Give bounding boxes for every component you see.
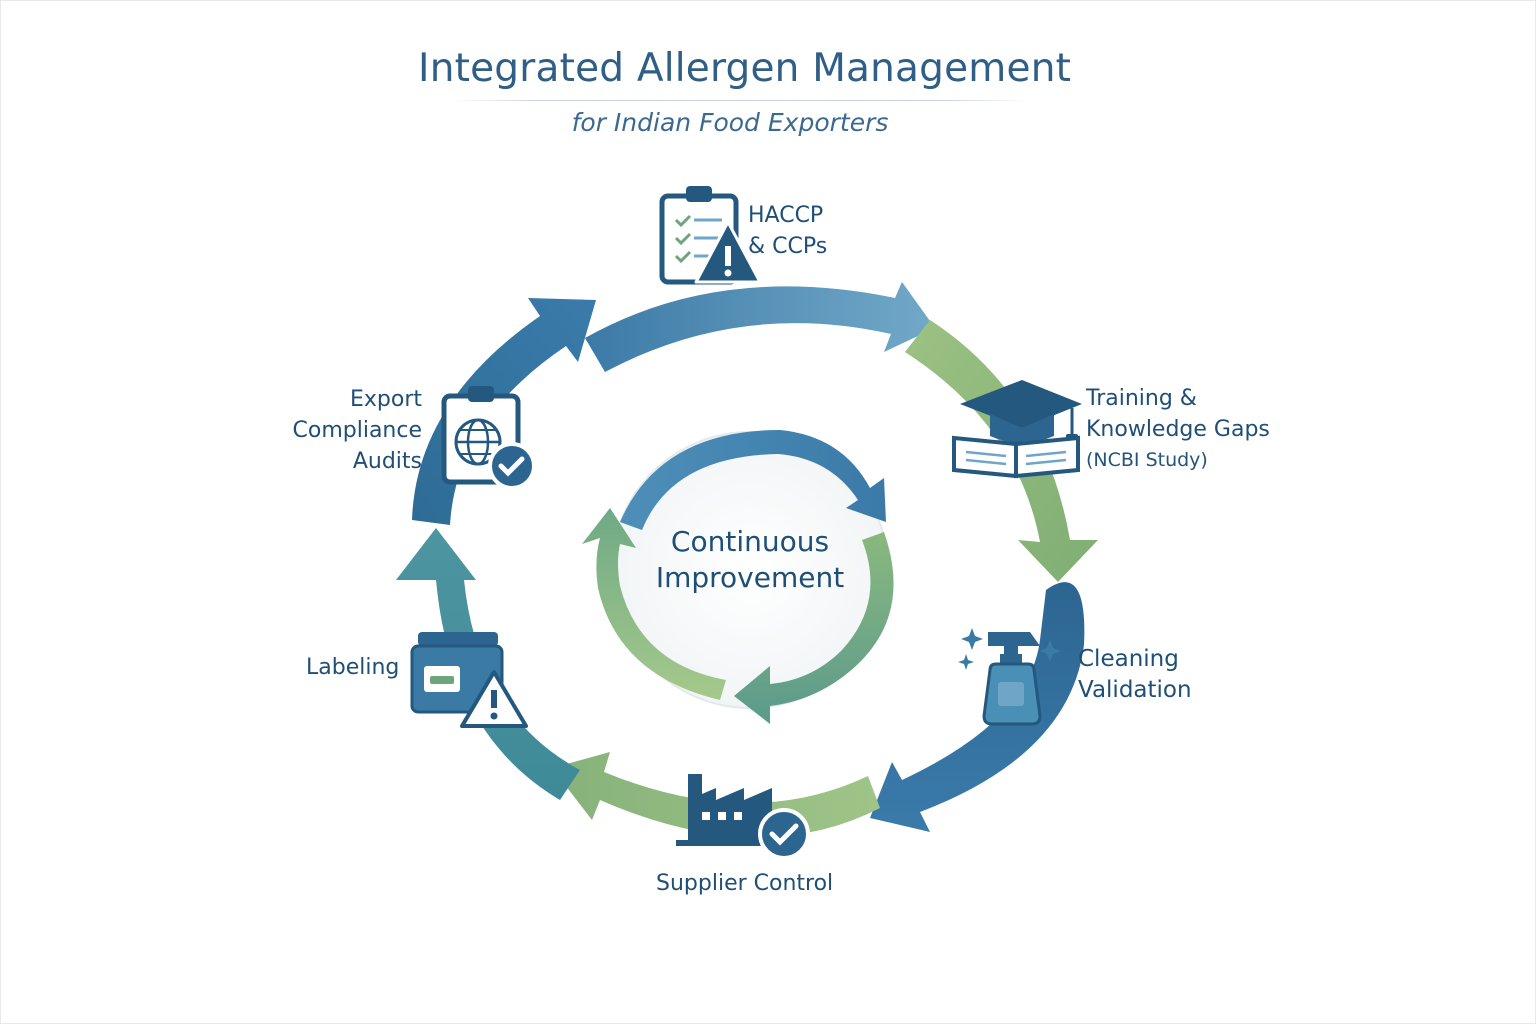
diagram-title: Integrated Allergen Management (418, 46, 1072, 91)
title-divider (450, 100, 1030, 101)
clipboard-globe-check-icon (441, 386, 536, 490)
clipboard-warning-icon (659, 186, 762, 285)
stage-label-supplier: Supplier Control (656, 871, 834, 896)
stage-label-training: Training & Knowledge Gaps (NCBI Study) (1086, 386, 1270, 471)
factory-check-icon (676, 774, 810, 860)
center-label-line-2: Improvement (655, 561, 845, 594)
jar-warning-icon (410, 632, 528, 728)
center-loop (582, 430, 894, 724)
stage-label-cleaning: Cleaning Validation (1078, 646, 1192, 703)
center-label-line-1: Continuous (670, 525, 830, 558)
ring-arrow-5 (396, 528, 580, 800)
center-label: Continuous Improvement (630, 524, 870, 596)
ring-arrow-1 (585, 282, 935, 372)
stage-label-labeling: Labeling (306, 655, 400, 680)
ring-arrow-2 (905, 320, 1098, 582)
stage-label-audits: Export Compliance Audits (292, 387, 423, 474)
spray-bottle-icon (958, 628, 1061, 726)
graduation-book-icon (952, 380, 1082, 479)
stage-label-haccp: HACCP & CCPs (748, 203, 828, 259)
ring-arrow-3 (870, 582, 1085, 832)
diagram-subtitle: for Indian Food Exporters (571, 108, 889, 137)
